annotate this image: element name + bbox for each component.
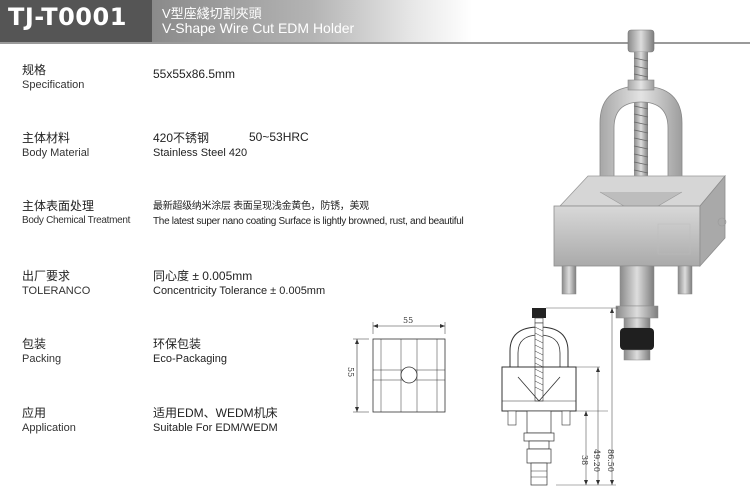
shank xyxy=(619,265,655,307)
spec-value-en: Stainless Steel 420 xyxy=(153,147,248,159)
spec-value-en: Eco-Packaging xyxy=(153,353,227,365)
top-view-drawing: 55 55 xyxy=(346,316,446,413)
spec-label-en: Specification xyxy=(22,79,85,91)
spec-label-en: Application xyxy=(22,422,76,434)
spec-value: 420不锈钢 xyxy=(153,131,210,145)
spec-label-cn: 应用 xyxy=(22,406,47,420)
spec-row-specification: 规格 Specification xyxy=(22,62,84,92)
spec-value-specification: 55x55x86.5mm xyxy=(153,66,235,82)
spec-value-en: Suitable For EDM/WEDM xyxy=(153,422,278,434)
dim-height: 55 xyxy=(346,367,355,377)
dim-width: 55 xyxy=(403,316,413,325)
header-divider xyxy=(0,42,750,44)
side-view-drawing: 38 49.20 86.50 xyxy=(501,307,618,486)
spec-label-cn: 主体表面处理 xyxy=(22,199,95,213)
product-code: TJ-T0001 xyxy=(8,3,127,31)
spec-value: 55x55x86.5mm xyxy=(153,67,236,81)
spec-row-application: 应用 Application xyxy=(22,405,76,435)
dim-49-20: 49.20 xyxy=(592,449,601,472)
spec-value-application: 适用EDM、WEDM机床 Suitable For EDM/WEDM xyxy=(153,405,278,435)
spec-row-packing: 包装 Packing xyxy=(22,336,61,366)
title-chinese: V型座綫切割夾頭 xyxy=(162,6,262,21)
spec-row-tolerance: 出厂要求 TOLERANCO xyxy=(22,268,90,298)
bolt-head xyxy=(627,29,655,53)
spec-label-en: Body Material xyxy=(22,147,90,159)
title-english: V-Shape Wire Cut EDM Holder xyxy=(162,20,355,36)
spec-row-material: 主体材料 Body Material xyxy=(22,130,89,160)
spec-value-material: 420不锈钢 Stainless Steel 420 xyxy=(153,130,247,160)
spec-row-treatment: 主体表面处理 Body Chemical Treatment xyxy=(22,198,130,228)
spec-value-tolerance: 同心度 ± 0.005mm Concentricity Tolerance ± … xyxy=(153,268,325,298)
rubber-ring xyxy=(620,328,654,350)
product-photo xyxy=(553,29,727,361)
spec-value: 适用EDM、WEDM机床 xyxy=(153,406,278,420)
spec-value: 环保包装 xyxy=(153,337,202,351)
spec-label-en: Body Chemical Treatment xyxy=(22,215,131,226)
v-block-body xyxy=(553,205,701,267)
foot-right xyxy=(677,265,693,295)
product-code-block: TJ-T0001 xyxy=(0,0,152,42)
dim-38: 38 xyxy=(580,455,589,465)
spec-value-en: Concentricity Tolerance ± 0.005mm xyxy=(153,285,326,297)
dim-86-50: 86.50 xyxy=(606,449,615,472)
header: TJ-T0001 V型座綫切割夾頭 V-Shape Wire Cut EDM H… xyxy=(0,0,750,42)
spec-label-en: TOLERANCO xyxy=(22,285,91,297)
foot-left xyxy=(561,265,577,295)
spec-label-cn: 包装 xyxy=(22,337,47,351)
spec-label-en: Packing xyxy=(22,353,62,365)
spec-value-treatment: 最新超级纳米涂层 表面呈现浅金黄色，防锈，美观 The latest super… xyxy=(153,199,464,229)
spec-label-cn: 主体材料 xyxy=(22,131,71,145)
spec-value: 同心度 ± 0.005mm xyxy=(153,269,253,283)
title-block: V型座綫切割夾頭 V-Shape Wire Cut EDM Holder xyxy=(152,0,472,42)
spec-value: 最新超级纳米涂层 表面呈现浅金黄色，防锈，美观 xyxy=(153,201,369,212)
spec-label-cn: 出厂要求 xyxy=(22,269,71,283)
spec-value-en: The latest super nano coating Surface is… xyxy=(153,216,464,227)
spec-label-cn: 规格 xyxy=(22,63,47,77)
spec-value-packing: 环保包装 Eco-Packaging xyxy=(153,336,227,366)
spec-hardness: 50~53HRC xyxy=(249,130,309,144)
